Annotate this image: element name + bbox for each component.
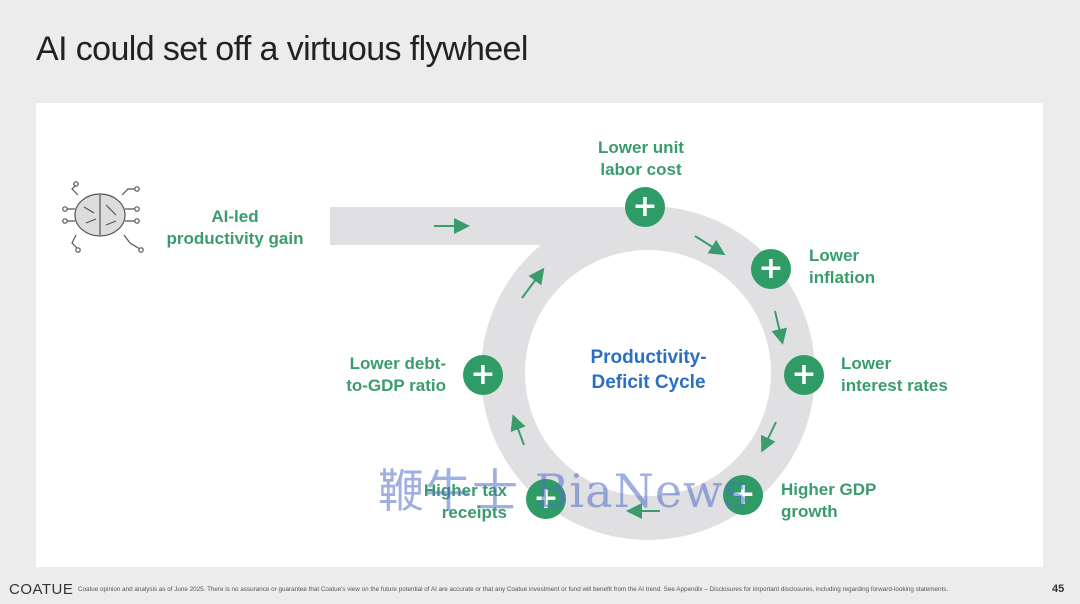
- input-label-line1: AI-led: [211, 207, 259, 226]
- node-label-5-line1: Higher tax: [423, 481, 507, 500]
- watermark: 鞭牛士 BiaNews: [378, 464, 749, 518]
- node-label-6-line2: to-GDP ratio: [346, 376, 446, 395]
- node-label-1-line1: Lower unit: [598, 138, 684, 157]
- node-plus-icon-3: +: [784, 355, 824, 395]
- input-label: AI-led productivity gain: [160, 206, 310, 250]
- node-plus-icon-6: +: [463, 355, 503, 395]
- node-label-3: Lower interest rates: [841, 353, 948, 397]
- input-label-line2: productivity gain: [166, 229, 304, 248]
- node-label-3-line1: Lower: [841, 354, 892, 373]
- node-label-5: Higher tax receipts: [391, 480, 507, 524]
- page-number: 45: [1052, 583, 1065, 595]
- slide-title: AI could set off a virtuous flywheel: [36, 30, 528, 68]
- node-label-4-line2: growth: [781, 502, 838, 521]
- node-label-2-line2: inflation: [809, 268, 876, 287]
- ai-brain-circuit-icon: [62, 181, 144, 253]
- node-label-6: Lower debt- to-GDP ratio: [326, 353, 446, 397]
- arrow-2: [771, 310, 788, 345]
- node-plus-icon-4: +: [723, 475, 763, 515]
- node-label-1-line2: labor cost: [600, 160, 682, 179]
- node-plus-icon-1: +: [625, 187, 665, 227]
- node-label-4: Higher GDP growth: [781, 479, 876, 523]
- node-label-4-line1: Higher GDP: [781, 480, 877, 499]
- center-line1: Productivity-: [590, 347, 707, 368]
- node-label-5-line2: receipts: [441, 503, 507, 522]
- node-plus-icon-5: +: [526, 479, 566, 519]
- footer-brand-logo: COATUE: [9, 581, 74, 598]
- arrow-6: [521, 267, 545, 299]
- node-label-6-line1: Lower debt-: [349, 354, 446, 373]
- arrow-5: [510, 414, 526, 446]
- node-label-3-line2: interest rates: [841, 376, 948, 395]
- cycle-center-label: Productivity- Deficit Cycle: [566, 345, 731, 395]
- footer-disclaimer: Coatue opinion and analysis as of June 2…: [78, 586, 949, 593]
- node-plus-icon-2: +: [751, 249, 791, 289]
- node-label-1: Lower unit labor cost: [576, 137, 706, 181]
- node-label-2-line1: Lower: [809, 246, 860, 265]
- arrow-1: [694, 235, 726, 256]
- arrow-3: [760, 421, 777, 453]
- diagram-panel: AI-led productivity gain Productivity- D…: [36, 103, 1043, 567]
- center-line2: Deficit Cycle: [591, 372, 706, 393]
- node-label-2: Lower inflation: [809, 245, 875, 289]
